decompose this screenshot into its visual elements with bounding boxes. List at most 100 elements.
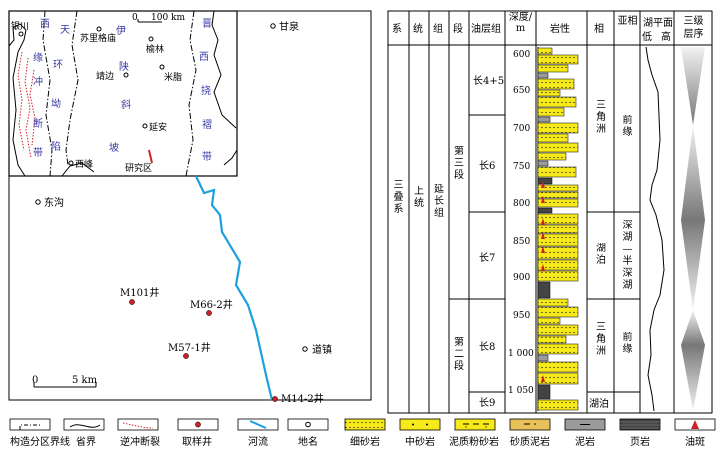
series-label: 上统 [414, 186, 424, 209]
unit-label: 西 [40, 19, 50, 30]
well-label: M57-1井 [168, 341, 211, 354]
inset-place: 苏里格庙 [80, 32, 116, 44]
header-facies: 相 [594, 22, 604, 35]
legend-swatch-thrust-fault [117, 418, 159, 431]
depth-tick: 700 [513, 124, 530, 134]
legend-swatch-province-line [63, 418, 105, 431]
legend-label: 泥质粉砂岩 [449, 435, 499, 448]
subfacies-label: 深湖—半深湖 [623, 220, 633, 291]
unit-label: 斜 [121, 98, 131, 111]
unit-label: 冲 [33, 75, 43, 88]
well-label: M66-2井 [190, 298, 233, 311]
legend-label: 地名 [298, 435, 318, 448]
system-label: 三叠系 [394, 180, 404, 215]
unit-label: 环 [53, 60, 63, 71]
header-oil-group: 油层组 [471, 22, 501, 35]
inset-place: 米脂 [164, 71, 182, 83]
unit-label: 坳 [51, 97, 61, 110]
inset-place: 银川 [11, 20, 29, 32]
oil-group-label: 长6 [479, 160, 495, 172]
member-2-label: 第二段 [454, 337, 464, 372]
legend: 构造分区界线 省界 逆冲断裂 取样井 河流 地名 细砂岩 中砂岩 泥质粉砂岩 砂… [9, 418, 716, 448]
inset-place: 西峰 [75, 159, 93, 170]
map-scale-label: 5 km [72, 375, 98, 386]
unit-label: 褶 [202, 118, 212, 131]
depth-tick: 950 [513, 311, 530, 321]
inset-scale-label: 100 km [151, 13, 185, 23]
map-place: 甘泉 [279, 20, 299, 33]
facies-label: 湖泊 [596, 243, 606, 266]
header-subfacies: 亚相 [618, 16, 638, 27]
oil-group-label: 长7 [479, 252, 495, 264]
depth-tick: 800 [513, 199, 530, 209]
unit-label: 陷 [51, 140, 61, 153]
header-lake-high: 高 [661, 30, 671, 43]
well-label: M14-2井 [281, 392, 324, 405]
depth-tick: 1 050 [508, 386, 534, 396]
legend-label: 取样井 [182, 435, 212, 448]
legend-label: 细砂岩 [350, 435, 380, 448]
strat-column: 系 统 组 段 油层组 深度/m 岩性 相 亚相 湖平面 低 高 三级层序 三叠… [387, 10, 713, 414]
legend-label: 泥岩 [575, 435, 595, 448]
member-3-label: 第三段 [454, 146, 464, 181]
legend-swatch-shale [619, 418, 661, 431]
depth-tick: 750 [513, 162, 530, 172]
oil-group-label: 长8 [479, 341, 495, 353]
subfacies-label: 前缘 [623, 115, 633, 138]
inset-place: 榆林 [146, 43, 164, 55]
unit-label: 天 [60, 25, 70, 36]
inset-place: 延安 [149, 121, 167, 133]
header-system: 系 [392, 23, 402, 35]
lake-level-curve [645, 46, 665, 412]
well-label: M101井 [120, 286, 159, 299]
header-lake-level: 湖平面 [643, 17, 673, 29]
legend-label: 中砂岩 [405, 435, 435, 448]
unit-label: 陕 [119, 60, 129, 73]
depth-tick: 600 [513, 50, 530, 60]
header-formation: 组 [433, 22, 443, 35]
depth-tick: 1 000 [508, 349, 534, 359]
inset-map: 0 100 km 银川 苏里格庙 榆林 靖边 米脂 延安 西峰 研究区 西 天 … [8, 10, 238, 177]
header-lake-low: 低 [642, 30, 652, 43]
legend-label: 河流 [248, 435, 268, 448]
legend-swatch-medium-sandstone [399, 418, 441, 431]
legend-label: 逆冲断裂 [120, 435, 160, 448]
header-sequence: 三级层序 [684, 16, 704, 40]
header-lithology: 岩性 [550, 22, 570, 35]
inset-place: 靖边 [96, 70, 114, 82]
legend-label: 油斑 [685, 435, 705, 448]
subfacies-label: 前缘 [623, 332, 633, 355]
facies-label: 三角洲 [596, 322, 606, 357]
inset-place: 研究区 [125, 162, 152, 174]
inset-scale-zero: 0 [132, 13, 138, 23]
facies-label: 湖泊 [589, 398, 609, 410]
map-scale-zero: 0 [32, 375, 38, 386]
legend-label: 构造分区界线 [10, 435, 70, 448]
header-depth: 深度/m [509, 12, 532, 34]
depth-tick: 900 [513, 273, 530, 283]
lithology-log [537, 47, 579, 411]
unit-label: 坡 [109, 141, 119, 154]
map-place: 道镇 [312, 343, 332, 356]
unit-label: 挠 [201, 84, 211, 97]
legend-label: 省界 [76, 435, 96, 448]
unit-label: 缘 [33, 51, 43, 64]
unit-label: 断 [33, 117, 43, 130]
depth-tick: 850 [513, 237, 530, 247]
legend-swatch-fine-sandstone [344, 418, 386, 431]
sequence-triangles [681, 47, 705, 411]
legend-label: 页岩 [630, 435, 650, 448]
formation-label: 延长组 [434, 184, 444, 219]
depth-tick: 650 [513, 86, 530, 96]
river [195, 175, 274, 401]
map-panel: 0 100 km 银川 苏里格庙 榆林 靖边 米脂 延安 西峰 研究区 西 天 … [8, 10, 372, 405]
unit-label: 晋 [202, 18, 212, 30]
header-series: 统 [413, 22, 423, 35]
unit-label: 西 [199, 52, 209, 63]
facies-label: 三角洲 [596, 100, 606, 135]
oil-group-label: 长4+5 [473, 75, 504, 87]
unit-label: 带 [202, 151, 212, 163]
header-member: 段 [453, 22, 463, 35]
unit-label: 带 [33, 147, 43, 159]
map-place: 东沟 [44, 196, 64, 209]
